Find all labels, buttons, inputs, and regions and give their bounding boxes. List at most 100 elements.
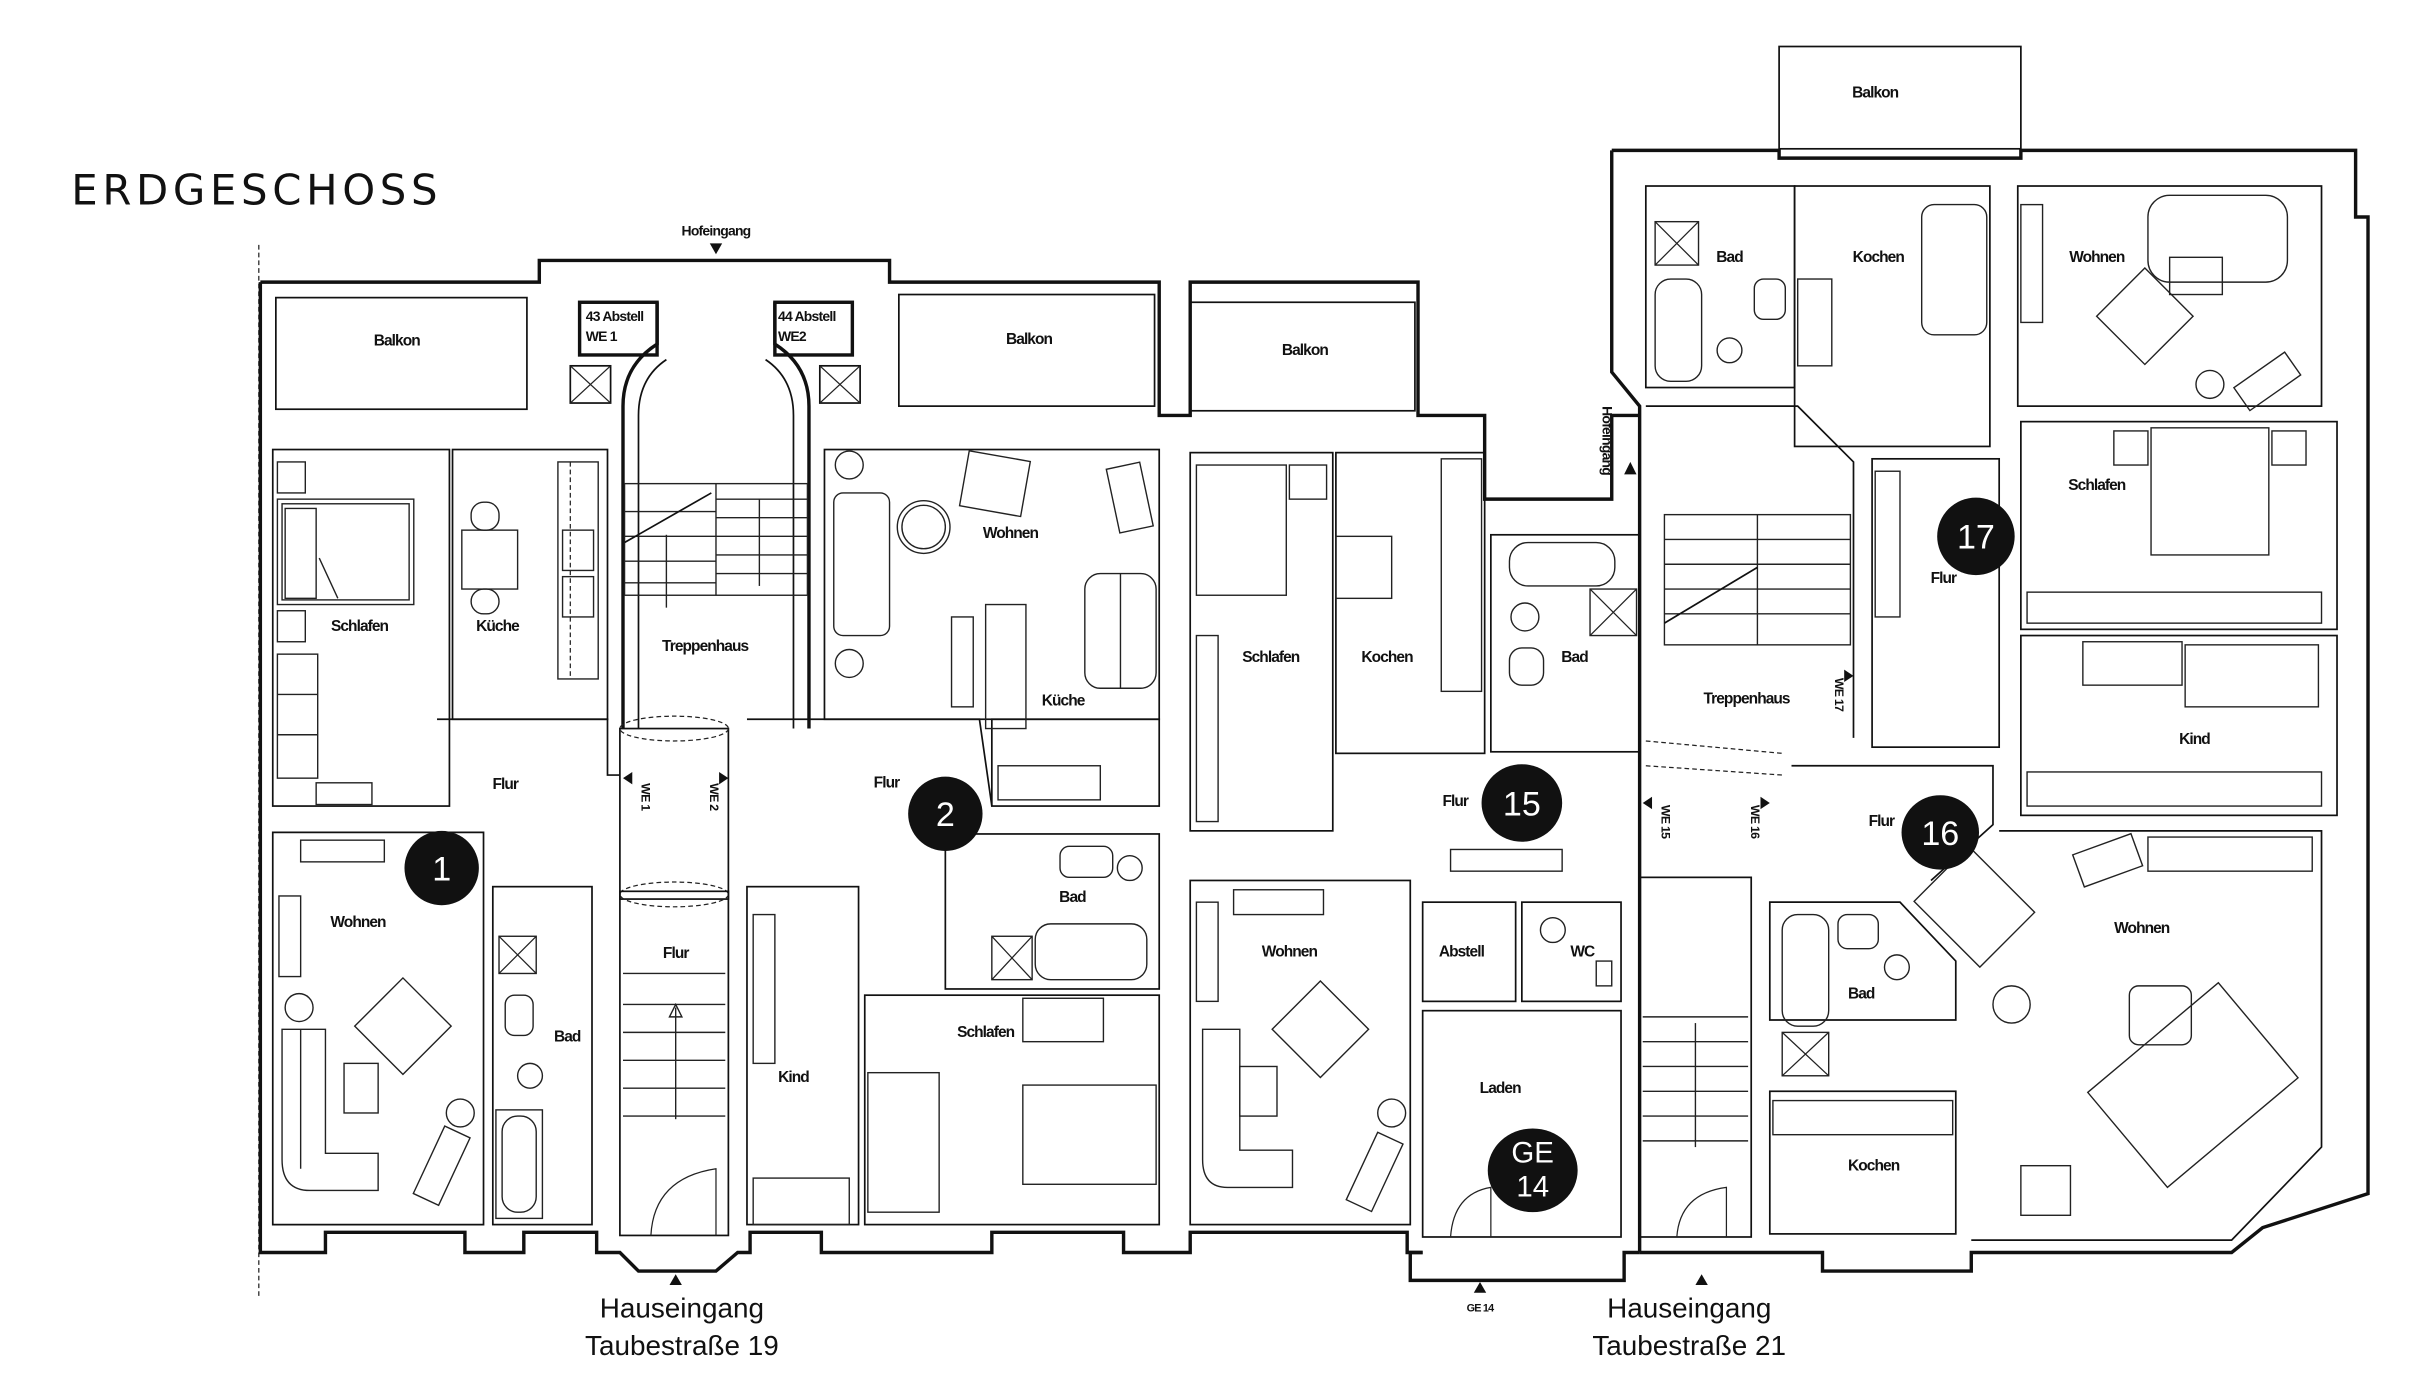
- storage-44-unit: WE2: [778, 328, 807, 344]
- hofeingang-side-label: Hofeingang: [1599, 406, 1615, 475]
- balcony-unit-1: [275, 296, 528, 411]
- door-entrance-21: [1676, 1186, 1728, 1238]
- ge14-entrance-label: GE 14: [1467, 1302, 1495, 1314]
- door-marker-we2: WE 2: [707, 771, 729, 811]
- room-label-flur-1: Flur: [492, 776, 518, 793]
- room-label-schlafen-2: Schlafen: [957, 1024, 1015, 1041]
- entrance-19-line2: Taubestraße 19: [585, 1330, 779, 1361]
- flur-19-lower: [619, 890, 730, 1237]
- door-marker-label: WE 15: [1658, 805, 1672, 839]
- hallway-19: [619, 727, 730, 900]
- staircase-19-upper: [623, 482, 809, 608]
- entrance-arrow-icon: [709, 243, 723, 255]
- arrow-icon: [1760, 796, 1770, 810]
- unit-badge-17[interactable]: 17: [1937, 497, 2015, 576]
- unit-2-rooms: [746, 448, 1161, 1226]
- unit-badge-16[interactable]: 16: [1901, 795, 1980, 870]
- storage-43-unit: WE 1: [586, 328, 618, 344]
- room-label-kind-17: Kind: [2179, 731, 2210, 748]
- room-label-wohnen-15: Wohnen: [1262, 943, 1318, 960]
- door-marker-we17: WE 17: [1832, 669, 1854, 712]
- unit-badge-ge14[interactable]: GE 14: [1487, 1128, 1578, 1213]
- arrow-icon: [1642, 796, 1653, 810]
- room-label-wohnen-1: Wohnen: [330, 914, 386, 931]
- room-label-schlafen-1: Schlafen: [331, 618, 389, 635]
- door-marker-label: WE 1: [639, 783, 653, 811]
- room-label-flur-16: Flur: [1869, 813, 1895, 830]
- room-label-wohnen-2-top: Wohnen: [983, 525, 1039, 542]
- room-label-kochen-16: Kochen: [1848, 1157, 1900, 1174]
- entrance-21-line2: Taubestraße 21: [1592, 1330, 1786, 1361]
- room-label-flur-15: Flur: [1442, 793, 1468, 810]
- flur-21-lower: [1638, 876, 1753, 1238]
- room-label-kochen-17: Kochen: [1853, 249, 1905, 266]
- arrow-icon: [622, 771, 633, 785]
- entrance-arrow-icon: [1695, 1274, 1708, 1286]
- room-label-bad-2: Bad: [1059, 889, 1086, 906]
- arrow-icon: [1844, 669, 1854, 683]
- door-marker-label: WE 2: [707, 783, 721, 811]
- entrance-arrow-icon: [669, 1274, 682, 1286]
- building-taubestrasse-21: [1610, 45, 2370, 1273]
- entrance-21-line1: Hauseingang: [1607, 1293, 1771, 1324]
- storage-44-label: 44 Abstell: [778, 308, 836, 324]
- dashed-arch: [619, 715, 729, 742]
- room-label-kochen-15: Kochen: [1361, 649, 1413, 666]
- unit-badge-16-label: 16: [1921, 815, 1959, 853]
- room-label-bad-15: Bad: [1561, 649, 1588, 666]
- room-label-kind-2: Kind: [778, 1069, 809, 1086]
- unit-1-rooms: [271, 448, 620, 1226]
- unit-badge-ge14-line2: 14: [1516, 1171, 1549, 1204]
- staircase-21-lower: [1642, 1016, 1749, 1148]
- room-label-treppenhaus-19: Treppenhaus: [662, 638, 748, 655]
- door-markers: WE 1 WE 2 WE 15 WE 16 WE 17: [622, 669, 1854, 839]
- room-label-kueche-2: Küche: [1042, 692, 1086, 709]
- unit-badge-2[interactable]: 2: [908, 776, 983, 852]
- unit-badge-15[interactable]: 15: [1481, 764, 1563, 842]
- unit-badge-1-label: 1: [432, 850, 451, 888]
- unit-badge-15-label: 15: [1503, 785, 1541, 823]
- room-label-schlafen-17: Schlafen: [2068, 477, 2126, 494]
- storage-43-label: 43 Abstell: [586, 308, 644, 324]
- shaft-icon: [569, 364, 861, 404]
- room-label-flur-17: Flur: [1931, 570, 1957, 587]
- door-marker-we16: WE 16: [1748, 796, 1770, 839]
- entrance-19-line1: Hauseingang: [600, 1293, 764, 1324]
- door-entrance-19: [650, 1168, 717, 1236]
- room-label-balkon-1: Balkon: [374, 333, 421, 350]
- staircase-21-upper: [1663, 513, 1852, 646]
- dashed-arch: [619, 881, 729, 908]
- room-label-balkon-2: Balkon: [1006, 331, 1053, 348]
- unit-badge-17-label: 17: [1957, 519, 1995, 557]
- room-label-balkon-17: Balkon: [1852, 85, 1899, 102]
- balcony-unit-2: [897, 293, 1156, 407]
- door-marker-we1: WE 1: [622, 771, 653, 811]
- room-label-treppenhaus-21: Treppenhaus: [1703, 691, 1789, 708]
- unit-badge-1[interactable]: 1: [404, 830, 479, 906]
- unit-badge-ge14-line1: GE: [1511, 1137, 1554, 1170]
- room-label-balkon-15: Balkon: [1282, 342, 1329, 359]
- unit-badge-2-label: 2: [936, 796, 955, 834]
- unit-15-rooms: [1189, 451, 1641, 1226]
- room-label-wc-ge14: WC: [1570, 943, 1595, 960]
- room-label-wohnen-16: Wohnen: [2114, 920, 2170, 937]
- building-taubestrasse-19: [258, 258, 1641, 1283]
- room-label-wohnen-17: Wohnen: [2069, 249, 2125, 266]
- room-label-laden-ge14: Laden: [1480, 1080, 1521, 1097]
- balcony-unit-17: [1778, 45, 2022, 150]
- staircase-19-lower: [622, 972, 726, 1120]
- floor-title: ERDGESCHOSS: [71, 166, 442, 215]
- room-label-kueche-1: Küche: [476, 618, 520, 635]
- door-marker-label: WE 17: [1832, 678, 1846, 712]
- room-label-bad-1: Bad: [554, 1029, 581, 1046]
- room-label-bad-16: Bad: [1848, 985, 1875, 1002]
- hofeingang-top-label: Hofeingang: [682, 223, 751, 239]
- room-label-bad-17: Bad: [1716, 249, 1743, 266]
- room-label-flur-19: Flur: [663, 945, 689, 962]
- room-label-schlafen-15: Schlafen: [1242, 649, 1300, 666]
- balcony-unit-15: [1189, 301, 1416, 412]
- entrance-arrow-icon: [1473, 1281, 1487, 1293]
- entrance-arrow-icon: [1624, 461, 1637, 475]
